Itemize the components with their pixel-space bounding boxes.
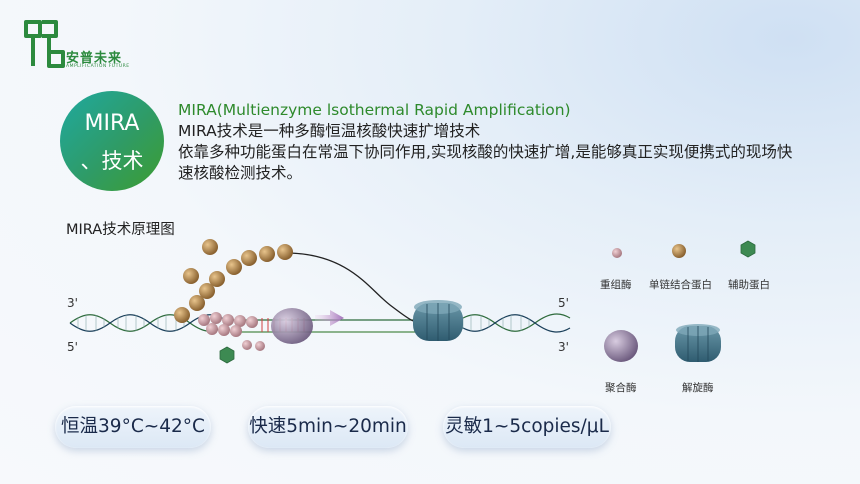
helicase-icon <box>675 324 721 362</box>
diagram-title: MIRA技术原理图 <box>66 222 175 238</box>
badge-line1: MIRA <box>84 111 140 136</box>
intro-section: MIRA(Multienzyme lsothermal Rapid Amplif… <box>178 100 828 184</box>
ssb-protein-icon <box>672 244 686 258</box>
feature-sensitivity: 灵敏1~5copies/μL <box>443 406 611 448</box>
label-left-top: 3' <box>67 296 78 310</box>
feature-speed: 快速5min~20min <box>248 406 408 448</box>
recombinase-icon <box>612 248 622 258</box>
legend-polymerase: 聚合酶 <box>605 382 637 394</box>
mira-principle-diagram <box>69 239 756 364</box>
intro-line-3: 速核酸检测技术。 <box>178 164 303 182</box>
recombinase-cluster <box>198 312 265 351</box>
helper-protein-mark <box>219 346 235 364</box>
label-right-top: 5' <box>558 296 569 310</box>
displaced-strand <box>289 252 426 323</box>
helper-protein-icon <box>740 240 756 258</box>
legend-helicase: 解旋酶 <box>682 382 714 394</box>
brand-name: 安普未来 <box>66 51 123 66</box>
intro-line-1: MIRA技术是一种多酶恒温核酸快速扩增技术 <box>178 122 481 140</box>
brand-logo-icon <box>24 20 65 68</box>
legend-recombinase: 重组酶 <box>600 279 632 291</box>
polymerase-icon <box>604 330 638 362</box>
extension-arrow <box>315 310 344 326</box>
polymerase-mark <box>271 308 313 344</box>
helicase-mark <box>413 300 463 341</box>
badge-line2: 、技术 <box>80 149 144 173</box>
dna-strand-right <box>454 313 571 333</box>
intro-title: MIRA(Multienzyme lsothermal Rapid Amplif… <box>178 101 571 119</box>
intro-line-2: 依靠多种功能蛋白在常温下协同作用,实现核酸的快速扩增,是能够真正实现便携式的现场… <box>178 143 793 161</box>
label-left-bottom: 5' <box>67 340 78 354</box>
legend-helper-protein: 辅助蛋白 <box>728 279 770 291</box>
label-right-bottom: 3' <box>558 340 569 354</box>
feature-temperature: 恒温39°C~42°C <box>55 406 211 448</box>
legend-ssb-protein: 单链结合蛋白 <box>649 279 712 291</box>
mira-badge: MIRA 、技术 <box>60 91 164 191</box>
brand-tagline: AMPLIFICATION FUTURE <box>66 64 130 69</box>
ssb-protein-chain <box>174 239 293 323</box>
